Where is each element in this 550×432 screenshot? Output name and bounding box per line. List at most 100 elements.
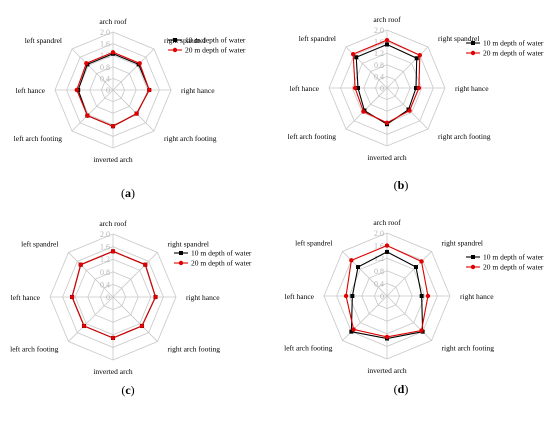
data-point-square: [413, 265, 418, 270]
grid-spoke: [386, 251, 432, 297]
data-point-square: [356, 265, 361, 270]
panel-label: (a): [121, 186, 135, 200]
radial-tick-label: 0.4: [374, 279, 384, 288]
grid-spoke: [112, 296, 158, 342]
data-point-circle: [147, 87, 152, 93]
radial-tick-label: 1.6: [374, 38, 384, 47]
legend-label: 10 m depth of water: [483, 253, 544, 262]
axis-label: left arch footing: [284, 344, 333, 353]
radial-tick-label: 0.8: [374, 267, 384, 276]
axis-label: left arch footing: [10, 345, 59, 354]
axis-label: right arch footing: [168, 345, 221, 354]
axis-label: left hance: [16, 86, 46, 95]
radial-tick-label: 0.8: [100, 63, 110, 72]
grid-spoke: [68, 252, 114, 298]
grid-spoke: [68, 296, 114, 342]
legend-label: 20 m depth of water: [483, 263, 544, 272]
axis-label: left arch footing: [14, 134, 63, 143]
data-point-circle: [110, 124, 116, 129]
axis-label: arch roof: [99, 219, 127, 228]
radial-tick-label: 0.4: [100, 280, 110, 289]
panel-label: (b): [394, 178, 409, 192]
axis-label: left hance: [11, 293, 41, 302]
data-point-circle: [350, 51, 356, 57]
panel-letter: b: [398, 178, 405, 192]
radial-tick-label: 1.2: [374, 49, 384, 58]
radial-tick-label: 0: [106, 86, 110, 95]
data-point-circle: [74, 87, 79, 93]
data-point-circle: [417, 52, 423, 58]
axis-label: right hance: [455, 84, 489, 93]
radial-tick-label: 2.0: [374, 26, 384, 35]
data-point-circle: [84, 61, 89, 66]
radial-tick-label: 1.6: [100, 40, 110, 49]
axis-label: left hance: [290, 84, 320, 93]
data-point-circle: [384, 120, 390, 126]
axis-label: arch roof: [373, 15, 401, 24]
legend-marker-circle: [172, 47, 178, 53]
data-point-circle: [384, 334, 390, 340]
data-point-circle: [85, 113, 90, 118]
legend-marker-circle: [470, 50, 476, 56]
radial-tick-label: 0.4: [374, 72, 384, 81]
data-point-square: [419, 294, 424, 298]
legend-marker-circle: [178, 260, 184, 266]
grid-spoke: [112, 48, 155, 91]
data-point-circle: [349, 258, 354, 263]
axis-label: left hance: [285, 292, 315, 301]
data-point-circle: [137, 61, 142, 66]
data-point-square: [356, 86, 360, 90]
grid-spoke: [112, 252, 158, 298]
data-point-square: [385, 249, 389, 254]
axis-label: inverted arch: [367, 153, 407, 162]
legend-label: 10 m depth of water: [191, 249, 252, 258]
radial-tick-label: 1.6: [374, 242, 384, 251]
axis-label: left arch footing: [288, 132, 337, 141]
axis-label: right arch footing: [442, 344, 495, 353]
data-point-circle: [78, 262, 83, 267]
grid-spoke: [71, 48, 114, 91]
radial-tick-label: 0: [380, 84, 384, 93]
panel-label: (d): [394, 382, 409, 396]
legend-marker-square: [471, 255, 475, 259]
radial-tick-label: 0: [380, 292, 384, 301]
data-point-circle: [134, 111, 139, 116]
axis-label: left spandrel: [299, 34, 336, 43]
axis-label: right spandrel: [438, 34, 479, 43]
panel-label: (c): [121, 383, 134, 397]
radial-tick-label: 0.4: [100, 74, 110, 83]
axis-label: arch roof: [373, 218, 401, 227]
axis-label: inverted arch: [367, 366, 407, 375]
axis-label: right spandrel: [168, 239, 209, 248]
axis-label: right arch footing: [438, 132, 491, 141]
legend-label: 10 m depth of water: [185, 36, 246, 45]
legend-marker-square: [179, 251, 183, 255]
grid-spoke: [112, 89, 155, 132]
axis-label: right spandrel: [164, 36, 205, 45]
data-point-circle: [416, 85, 422, 91]
data-point-circle: [384, 243, 390, 248]
panel-letter: d: [398, 382, 405, 396]
radial-tick-label: 2.0: [100, 28, 110, 37]
axis-label: right arch footing: [164, 134, 217, 143]
data-point-circle: [110, 50, 116, 55]
radial-tick-label: 1.2: [100, 255, 110, 264]
data-point-circle: [343, 293, 349, 299]
legend-marker-square: [471, 41, 475, 45]
data-point-circle: [384, 37, 390, 43]
data-point-circle: [425, 293, 431, 299]
axis-label: right hance: [186, 293, 220, 302]
data-point-circle: [110, 249, 116, 254]
legend-label: 10 m depth of water: [483, 39, 544, 48]
data-point-circle: [69, 294, 75, 300]
data-point-circle: [81, 323, 87, 329]
axis-label: inverted arch: [93, 155, 133, 164]
